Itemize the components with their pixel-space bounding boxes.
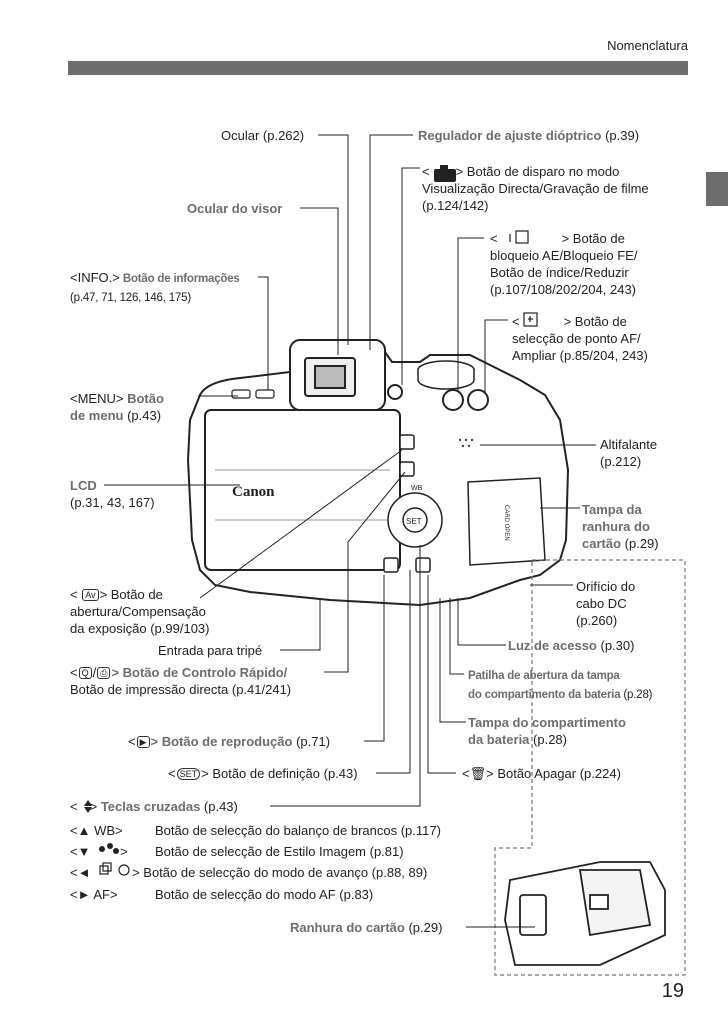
card-slot-cover — [467, 477, 546, 566]
picture-style-icon — [99, 843, 119, 854]
label-tripe: Entrada para tripé — [158, 643, 263, 658]
cross-keys-icon — [84, 800, 92, 813]
ae-lock-button — [442, 389, 464, 411]
label-menu: <MENU> Botão de menu (p.43) — [70, 391, 164, 423]
af-point-icon — [523, 312, 538, 327]
erase-button — [415, 557, 431, 573]
info-button — [255, 389, 275, 399]
card-slot-detail — [504, 861, 666, 966]
drive-mode-icon — [99, 862, 130, 876]
mode-dial — [417, 360, 475, 390]
playback-icon: ▶ — [136, 736, 150, 748]
label-bloqueio: <> Botão de bloqueio AE/Bloqueio FE/ Bot… — [490, 231, 638, 297]
leader-lines — [104, 134, 596, 928]
cross-keys — [387, 492, 443, 548]
av-button — [399, 434, 415, 450]
camera-brand-logo: Canon — [232, 484, 275, 500]
wb-key: <▲ WB> — [70, 823, 123, 838]
label-regulador: Regulador de ajuste dióptrico (p.39) — [418, 128, 640, 143]
af-desc: Botão de selecção do modo AF (p.83) — [155, 887, 374, 902]
estilo-key: <▼ > — [70, 844, 128, 859]
camera-icon — [434, 165, 456, 182]
label-ocular-visor: Ocular do visor — [187, 201, 283, 216]
erase-icon: 🗑 — [469, 766, 487, 781]
af-point-button — [467, 389, 489, 411]
label-teclas: <> Teclas cruzadas (p.43) — [70, 799, 238, 814]
label-patilha: Patilha de abertura da tampa do comparti… — [468, 670, 653, 701]
set-icon: SET — [176, 768, 201, 780]
header-title: Nomenclatura — [607, 38, 688, 53]
speaker — [458, 438, 474, 448]
playback-button — [383, 557, 399, 573]
quick-control-button — [399, 461, 415, 477]
label-reproducao: <▶> Botão de reprodução (p.71) — [128, 734, 331, 749]
card-open-label: CARD OPEN — [503, 505, 509, 541]
lcd-screen — [204, 409, 401, 571]
live-view-button — [387, 384, 403, 400]
header-bar — [68, 61, 688, 75]
wb-desc: Botão de selecção do balanço de brancos … — [155, 823, 441, 838]
menu-button — [231, 389, 251, 399]
label-altifalante: Altifalante(p.212) — [600, 437, 658, 469]
label-abertura: < Av> Botão de abertura/Compensação da e… — [70, 587, 210, 636]
card-slot-inset — [494, 559, 686, 976]
label-tampa-ranhura: Tampa da ranhura do cartão (p.29) — [582, 502, 659, 551]
label-lcd: LCD(p.31, 43, 167) — [70, 478, 155, 510]
label-disparo: <> Botão de disparo no modo Visualização… — [422, 164, 649, 213]
af-key: <► AF> — [70, 887, 118, 902]
section-tab — [706, 172, 728, 206]
set-button-label: SET — [406, 517, 422, 526]
label-info: <INFO.> Botão de informações (p.47, 71, … — [70, 270, 240, 304]
quick-control-icon: Q — [78, 667, 92, 679]
wb-label: WB — [411, 485, 423, 492]
label-ocular: Ocular (p.262) — [221, 128, 305, 143]
print-icon: ⎙ — [97, 667, 111, 679]
ae-lock-icon — [509, 230, 529, 244]
label-tampa-bateria: Tampa do compartimento da bateria (p.28) — [468, 715, 626, 747]
label-ranhura: Ranhura do cartão (p.29) — [290, 920, 443, 935]
estilo-desc: Botão de selecção de Estilo Imagem (p.81… — [155, 844, 404, 859]
label-definicao: <SET> Botão de definição (p.43) — [168, 766, 358, 781]
page-number: 19 — [661, 980, 684, 1002]
label-apagar: <🗑> Botão Apagar (p.224) — [462, 766, 621, 781]
label-controlo: <Q/⎙> Botão de Controlo Rápido/ Botão de… — [70, 665, 292, 697]
label-af-point: <> Botão de selecção de ponto AF/ Amplia… — [512, 314, 648, 363]
avanco-key: <◄ > Botão de selecção do modo de avanço… — [70, 865, 428, 880]
av-icon: Av — [82, 589, 99, 601]
label-luz: Luz de acesso (p.30) — [508, 638, 635, 653]
